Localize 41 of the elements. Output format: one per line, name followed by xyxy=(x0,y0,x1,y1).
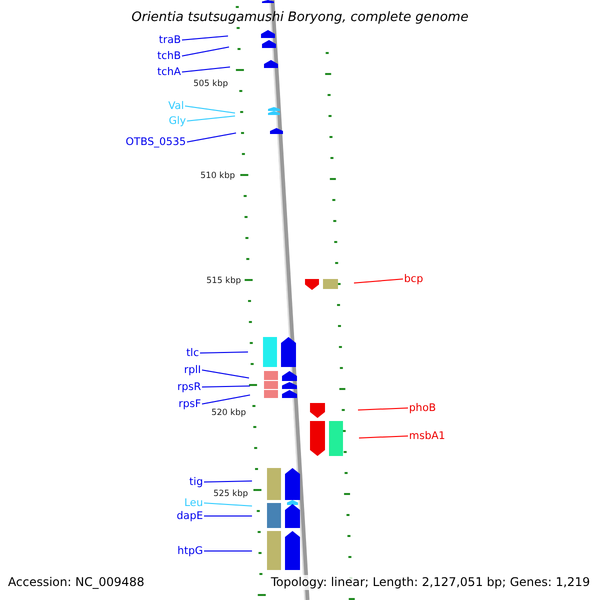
gene-label: dapE xyxy=(176,510,203,522)
leader-line xyxy=(358,436,408,438)
gene-label: rpsF xyxy=(178,398,201,410)
gene-label: Gly xyxy=(168,114,186,128)
leader-line xyxy=(182,46,230,56)
gene-label: Val xyxy=(168,100,184,112)
leader-line xyxy=(202,386,250,388)
accession-note: Accession: NC_009488 xyxy=(8,575,144,590)
gene-label: tchB xyxy=(157,50,181,62)
leader-line xyxy=(182,66,230,72)
leader-line xyxy=(358,408,408,410)
gene-label: tig xyxy=(189,476,203,488)
gene-label: rpsR xyxy=(177,380,201,394)
title: Orientia tsutsugamushi Boryong, complete genome xyxy=(130,10,470,26)
gene-label: tchA xyxy=(157,66,181,78)
scale-label: 505 kbp xyxy=(193,79,228,89)
scale-label: 510 kbp xyxy=(200,171,235,181)
scale-label: 525 kbp xyxy=(213,489,248,499)
leader-line xyxy=(202,370,250,378)
leader-line xyxy=(204,480,252,482)
leader-line xyxy=(204,502,252,506)
leader-line xyxy=(202,394,250,404)
leader-line xyxy=(186,116,236,122)
gene-label: bcp xyxy=(404,272,424,286)
leader-line xyxy=(200,352,248,354)
leader-line xyxy=(204,550,252,552)
gene-label: rplI xyxy=(184,364,201,376)
scale-label: 515 kbp xyxy=(206,276,241,286)
leader-line xyxy=(354,278,404,284)
leader-line xyxy=(186,132,236,142)
gene-label: phoB xyxy=(409,402,436,414)
gene-label: msbA1 xyxy=(409,430,446,442)
genome-summary-note: Topology: linear; Length: 2,127,051 bp; Genes: 1,219 xyxy=(270,575,590,590)
gene-label: OTBS_0535 xyxy=(126,136,186,148)
gene-label: tlc xyxy=(186,346,199,360)
gene-label: Leu xyxy=(184,496,203,510)
gene-label: htpG xyxy=(177,544,203,558)
leader-line xyxy=(182,36,228,40)
gene-label: traB xyxy=(158,34,181,46)
leader-line xyxy=(184,106,236,114)
scale-label: 520 kbp xyxy=(211,408,246,418)
